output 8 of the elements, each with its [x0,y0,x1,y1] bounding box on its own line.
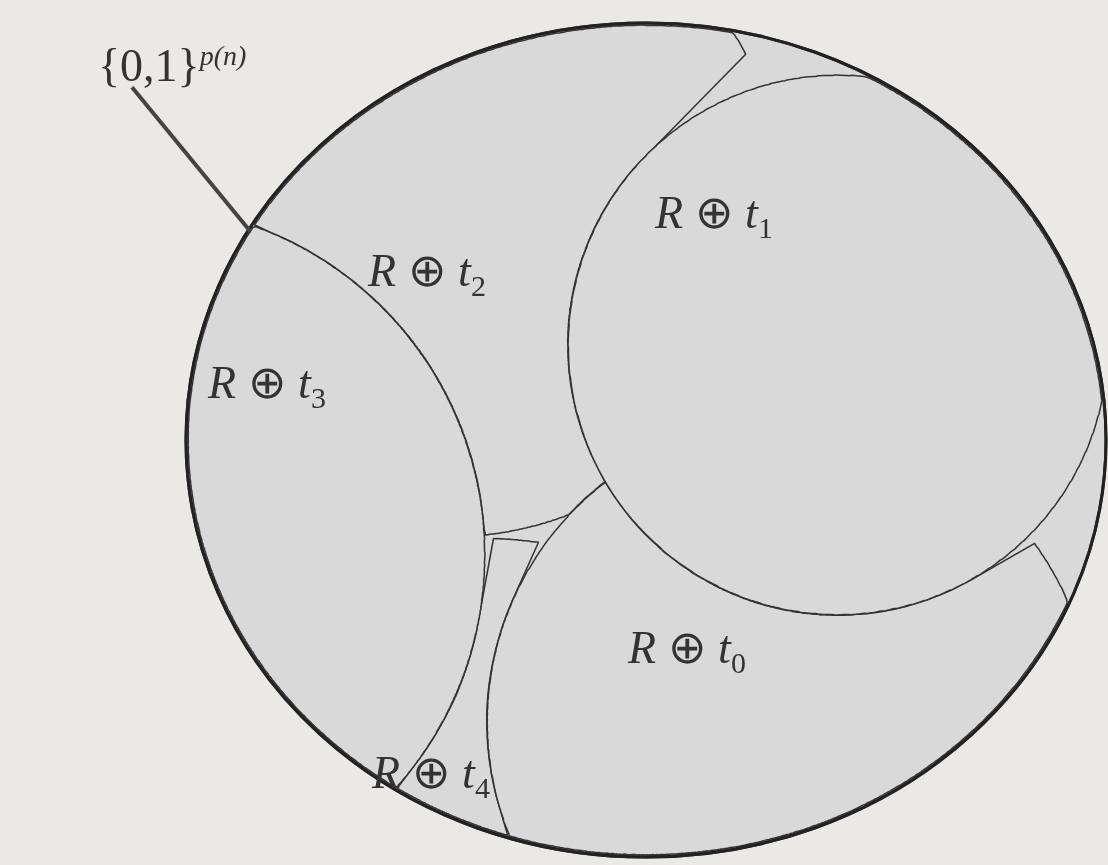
set-label: R ⊕ t$_{1}$ [655,190,773,244]
set-region [253,24,747,536]
set-region [567,74,1103,616]
set-label: R ⊕ t$_{3}$ [208,360,326,414]
set-label: R ⊕ t$_{0}$ [628,625,746,679]
set-label: R ⊕ t$_{2}$ [368,248,486,302]
set-label: {0,1}$^{p(n)}$ [98,42,247,90]
leader-line [130,86,252,233]
